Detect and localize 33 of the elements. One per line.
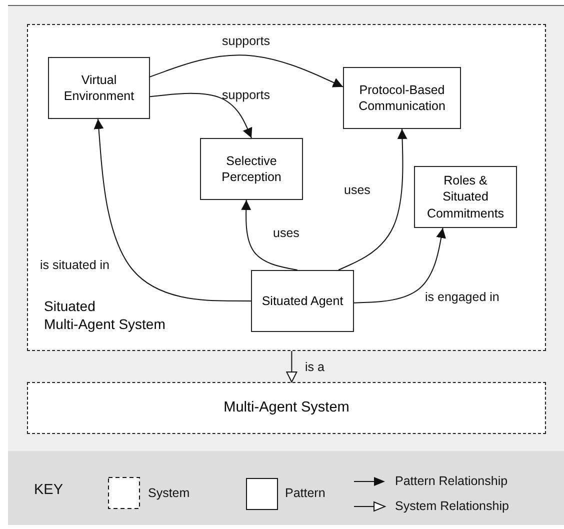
edge-label: is engaged in bbox=[425, 290, 500, 304]
arrow bbox=[150, 92, 252, 138]
system-box bbox=[27, 382, 546, 434]
edge-label: uses bbox=[273, 226, 300, 240]
node-label: Selective Perception bbox=[220, 152, 282, 186]
node-label: Protocol-Based Communication bbox=[358, 82, 446, 114]
node-label: Virtual Environment bbox=[62, 72, 136, 104]
arrow bbox=[241, 200, 298, 270]
pattern-box bbox=[414, 166, 517, 228]
pattern-box bbox=[200, 138, 303, 200]
edge-label: uses bbox=[344, 183, 370, 197]
legend-label: Pattern Relationship bbox=[395, 474, 508, 488]
pattern-box bbox=[343, 67, 461, 129]
legend-label: System Relationship bbox=[395, 499, 509, 513]
pattern-box bbox=[48, 57, 150, 119]
generalization-arrow bbox=[286, 350, 298, 382]
legend-label: System bbox=[148, 486, 190, 500]
edge-label: supports bbox=[222, 88, 270, 102]
legend-label: Pattern bbox=[285, 486, 326, 500]
arrow bbox=[150, 54, 344, 88]
node-label: Roles & Situated Commitments bbox=[426, 172, 506, 222]
edge-label: is situated in bbox=[40, 258, 110, 272]
node-label: Situated Agent bbox=[260, 292, 344, 310]
pattern-box bbox=[251, 270, 354, 332]
edge-label: is a bbox=[305, 360, 324, 374]
node-label: Situated Multi-Agent System bbox=[44, 297, 166, 334]
arrow bbox=[338, 128, 408, 270]
node-label: Multi-Agent System bbox=[222, 398, 350, 418]
arrow bbox=[354, 228, 446, 304]
edge-label: supports bbox=[222, 34, 270, 48]
system-box bbox=[27, 24, 546, 351]
key-heading: KEY bbox=[34, 482, 64, 498]
arrow bbox=[94, 118, 252, 302]
